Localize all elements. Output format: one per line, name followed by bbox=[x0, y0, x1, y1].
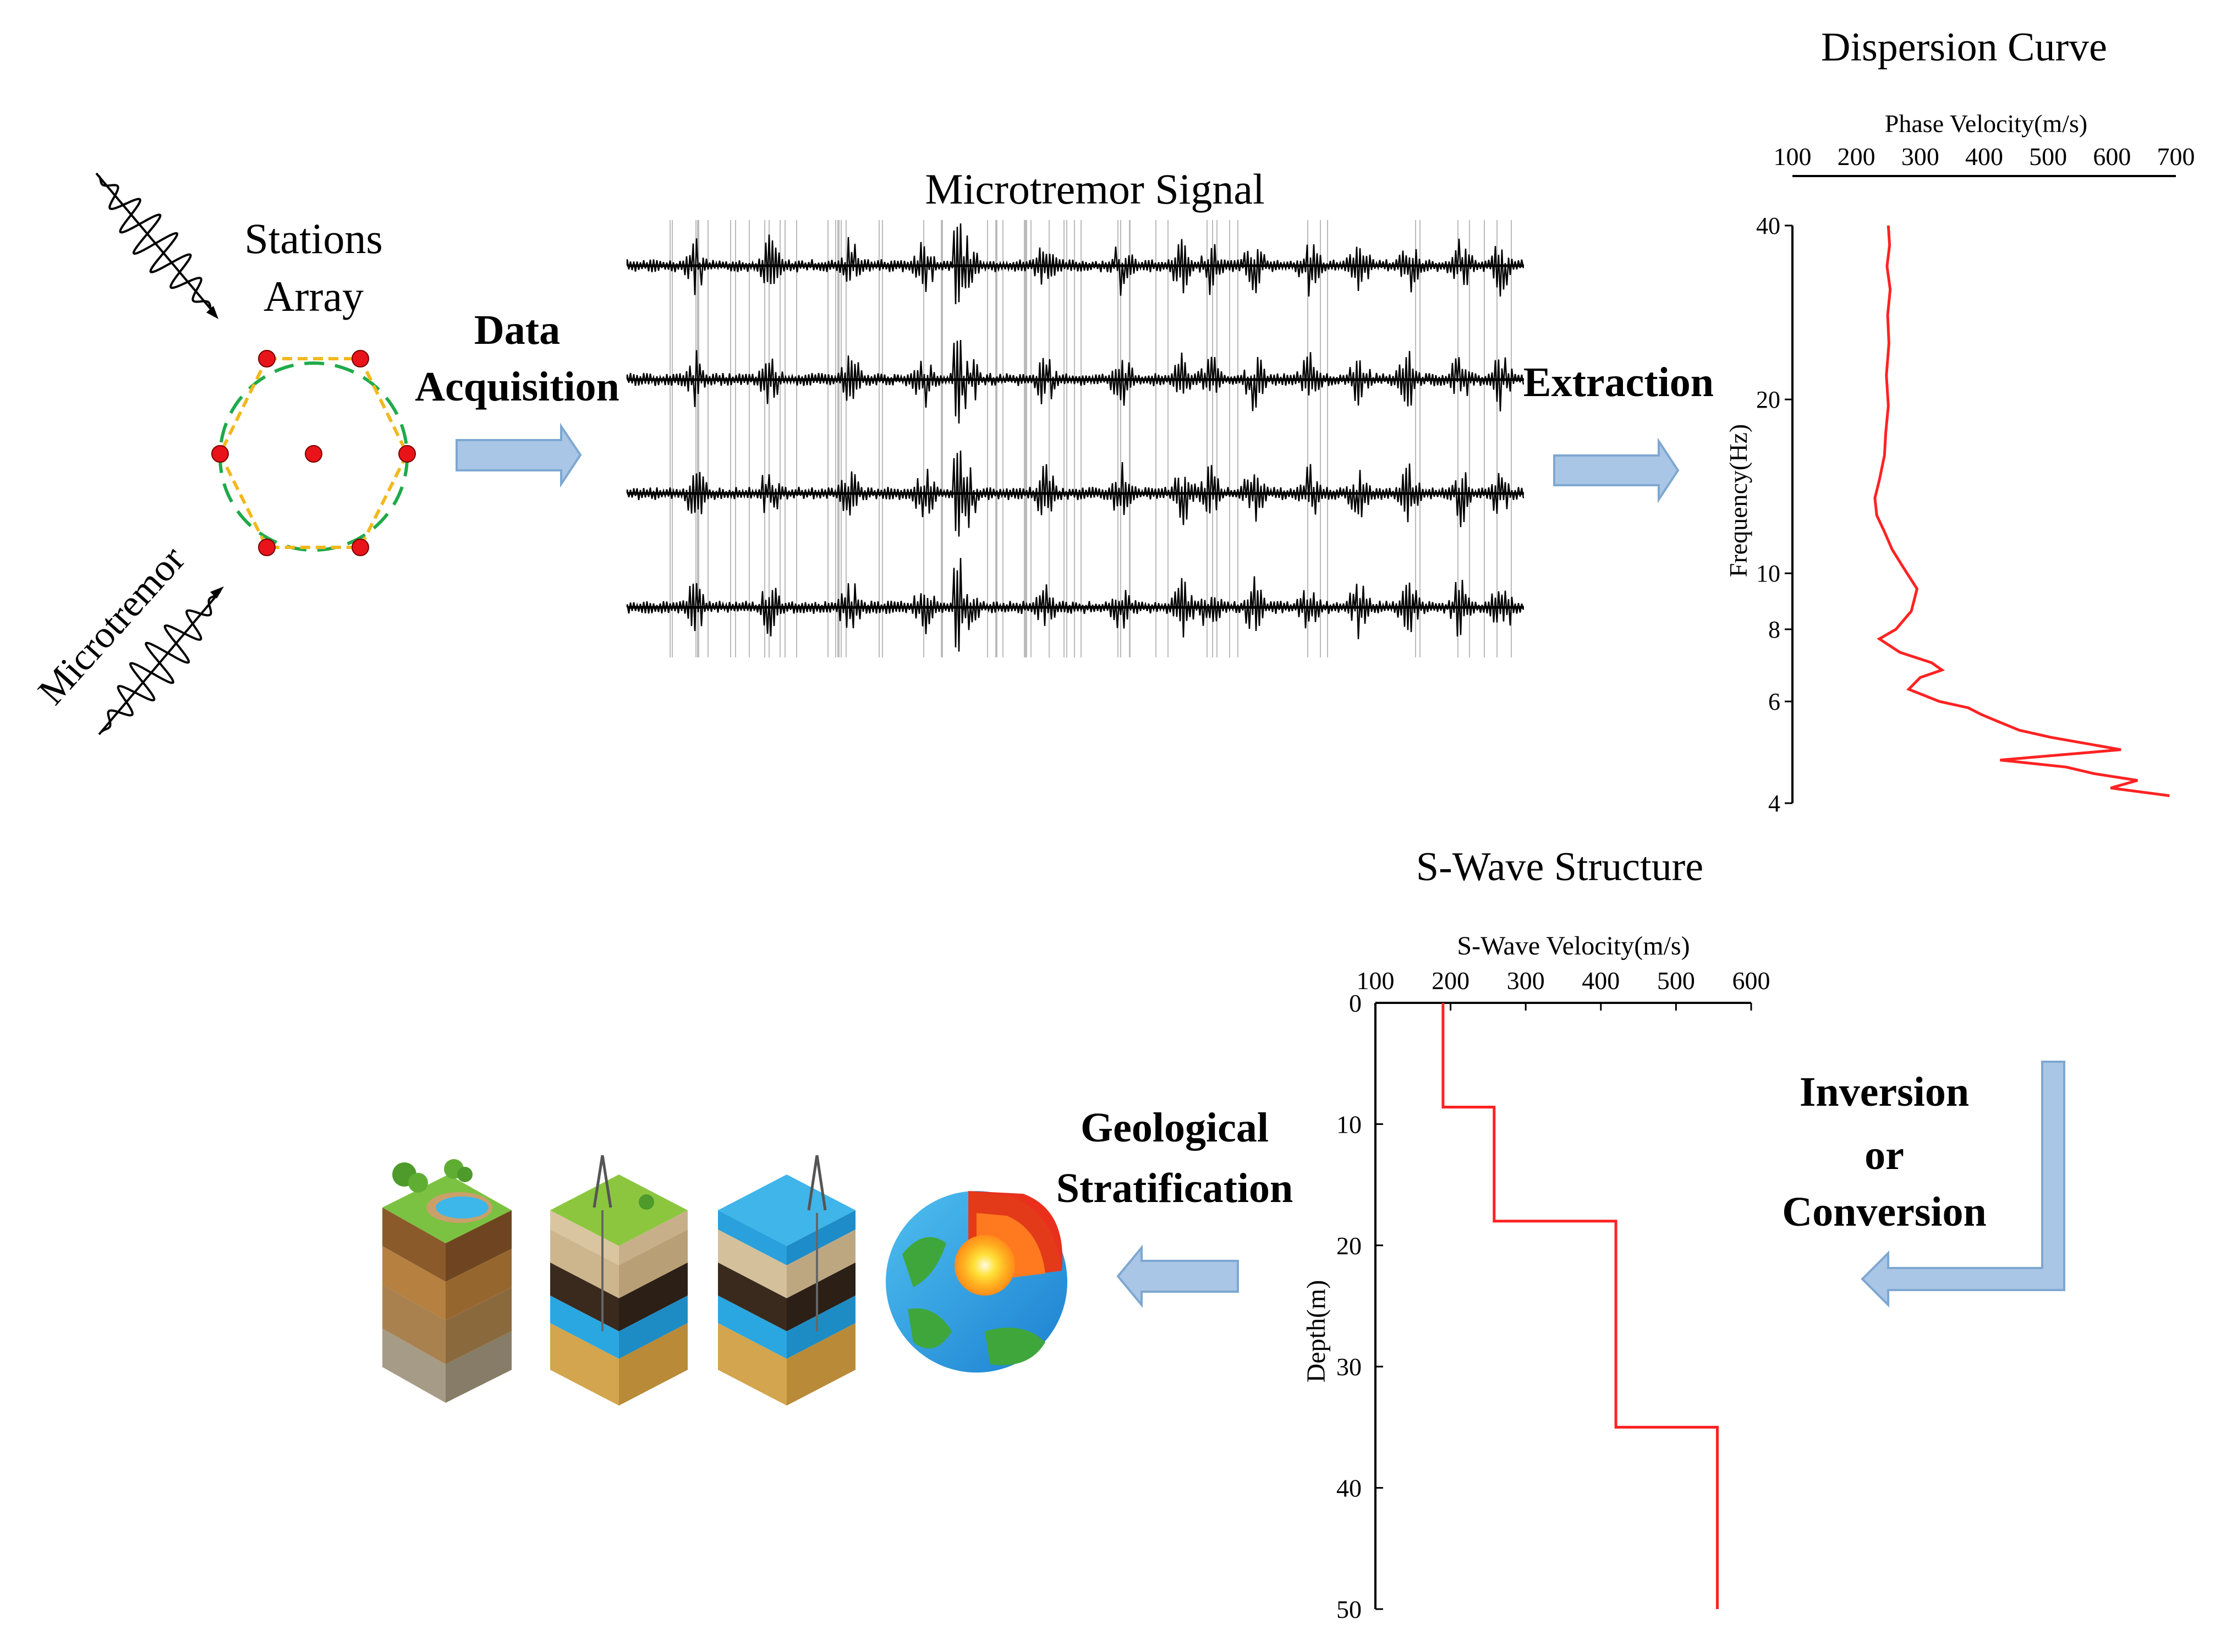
stations-array-label-line1: Stations bbox=[244, 215, 382, 262]
station-marker bbox=[305, 445, 322, 463]
y-tick-label: 10 bbox=[1336, 1110, 1362, 1138]
station-array-diagram bbox=[211, 350, 416, 556]
chart-title: Dispersion Curve bbox=[1821, 25, 2107, 70]
offshore-rig-block-icon bbox=[718, 1155, 856, 1406]
earth-core-icon bbox=[886, 1191, 1067, 1373]
y-axis-label: Frequency(Hz) bbox=[1724, 424, 1752, 577]
arrow-down-left-icon bbox=[1861, 1061, 2065, 1308]
station-marker bbox=[211, 445, 229, 463]
x-tick-label: 600 bbox=[2093, 142, 2131, 171]
arrow-right-icon bbox=[1553, 437, 1680, 503]
geological-label-line1: Geological bbox=[1081, 1105, 1269, 1151]
dispersion-curve-chart: Dispersion Curve Phase Velocity(m/s) Fre… bbox=[1724, 25, 2107, 577]
incoming-wave-top-icon bbox=[95, 172, 218, 319]
inversion-label-line2: or bbox=[1864, 1132, 1904, 1178]
y-tick-label: 20 bbox=[1756, 386, 1780, 413]
y-tick-label: 40 bbox=[1336, 1474, 1362, 1502]
swave-plot-area: 100 200 300 400 500 600 0 10 20 30 40 50 bbox=[1336, 967, 1770, 1623]
y-tick-label: 6 bbox=[1768, 688, 1780, 715]
dispersion-plot-area: 100 200 300 400 500 600 700 40 20 10 8 6 4 bbox=[1756, 142, 2195, 817]
y-tick-label: 4 bbox=[1768, 790, 1780, 817]
y-tick-label: 20 bbox=[1336, 1232, 1362, 1260]
station-marker bbox=[352, 350, 369, 367]
y-tick-label: 50 bbox=[1336, 1595, 1362, 1623]
station-marker bbox=[258, 350, 276, 367]
geological-label-line2: Stratification bbox=[1056, 1165, 1293, 1211]
station-marker bbox=[352, 539, 369, 556]
y-tick-label: 40 bbox=[1756, 212, 1780, 239]
oil-derrick-block-icon bbox=[550, 1155, 688, 1406]
y-tick-label: 8 bbox=[1768, 616, 1780, 643]
inversion-label-line3: Conversion bbox=[1782, 1189, 1987, 1235]
x-axis-label: S-Wave Velocity(m/s) bbox=[1457, 931, 1690, 961]
y-tick-label: 0 bbox=[1349, 989, 1362, 1017]
incoming-wave-bottom-icon bbox=[98, 586, 224, 736]
y-tick-label: 10 bbox=[1756, 560, 1780, 587]
x-tick-label: 500 bbox=[1657, 967, 1695, 995]
dispersion-series-line bbox=[1873, 225, 2170, 797]
x-tick-label: 600 bbox=[1732, 967, 1770, 995]
y-tick-label: 30 bbox=[1336, 1353, 1362, 1381]
data-acquisition-label-line2: Acquisition bbox=[415, 364, 619, 410]
arrow-right-icon bbox=[456, 422, 582, 488]
x-tick-label: 200 bbox=[1838, 142, 1875, 171]
chart-title: S-Wave Structure bbox=[1416, 844, 1703, 890]
x-tick-label: 300 bbox=[1507, 967, 1545, 995]
arrow-left-icon bbox=[1116, 1244, 1239, 1308]
stations-array-label-line2: Array bbox=[264, 272, 364, 320]
x-axis-label: Phase Velocity(m/s) bbox=[1885, 109, 2087, 138]
s-wave-structure-chart: S-Wave Structure S-Wave Velocity(m/s) De… bbox=[1302, 844, 1703, 1382]
extraction-label: Extraction bbox=[1523, 359, 1714, 405]
x-tick-label: 400 bbox=[1582, 967, 1620, 995]
x-tick-label: 100 bbox=[1774, 142, 1812, 171]
landscape-soil-block-icon bbox=[382, 1159, 512, 1403]
x-tick-label: 400 bbox=[1965, 142, 2003, 171]
station-marker bbox=[398, 445, 416, 463]
swave-series-line bbox=[1441, 1003, 1719, 1609]
x-tick-label: 200 bbox=[1432, 967, 1469, 995]
signal-trace bbox=[626, 339, 1524, 424]
signal-title: Microtremor Signal bbox=[925, 165, 1264, 213]
x-tick-label: 500 bbox=[2029, 142, 2067, 171]
data-acquisition-label-line1: Data bbox=[474, 307, 560, 353]
y-axis-label: Depth(m) bbox=[1302, 1280, 1331, 1383]
x-tick-label: 100 bbox=[1357, 967, 1395, 995]
x-tick-label: 700 bbox=[2157, 142, 2195, 171]
x-tick-label: 300 bbox=[1901, 142, 1939, 171]
signal-trace bbox=[626, 558, 1524, 652]
inversion-label-line1: Inversion bbox=[1800, 1069, 1969, 1115]
signal-trace bbox=[626, 223, 1524, 304]
station-marker bbox=[258, 539, 276, 556]
microtremor-signal-panel bbox=[626, 220, 1524, 657]
